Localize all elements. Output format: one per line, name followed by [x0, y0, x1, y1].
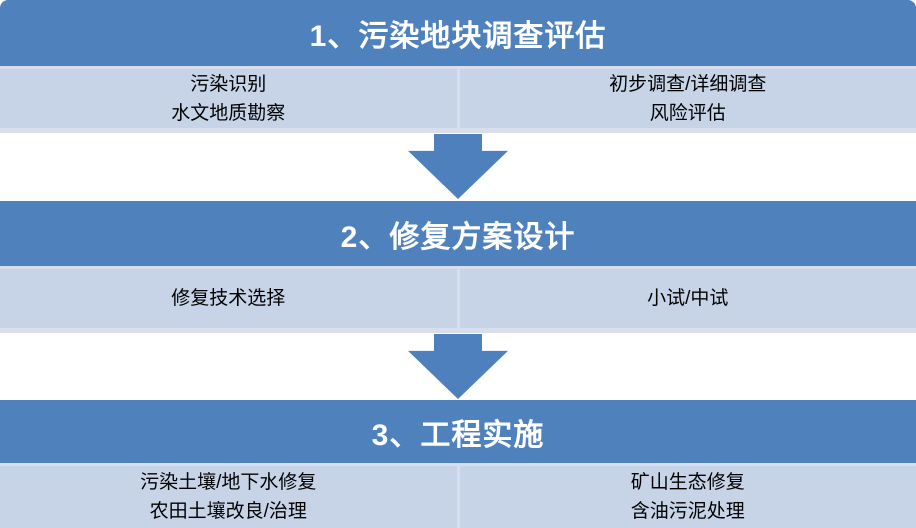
stage-3-left-column: 污染土壤/地下水修复 农田土壤改良/治理 — [0, 466, 460, 528]
stage-item: 含油污泥处理 — [630, 501, 745, 522]
stage-1-header: 1、污染地块调查评估 — [0, 0, 916, 66]
stage-3-right-column: 矿山生态修复 含油污泥处理 — [460, 466, 916, 528]
down-arrow-icon — [408, 334, 508, 399]
stage-item: 污染土壤/地下水修复 — [140, 472, 317, 493]
stage-2-title: 2、修复方案设计 — [340, 220, 576, 254]
stage-3-body: 污染土壤/地下水修复 农田土壤改良/治理 矿山生态修复 含油污泥处理 — [0, 463, 916, 528]
stage-item: 风险评估 — [649, 102, 726, 124]
stage-1-title: 1、污染地块调查评估 — [309, 20, 607, 53]
stage-item: 初步调查/详细调查 — [609, 73, 767, 95]
stage-2-header: 2、修复方案设计 — [0, 201, 916, 266]
stage-3-header: 3、工程实施 — [0, 400, 916, 463]
stage-item: 矿山生态修复 — [630, 472, 745, 493]
stage-item: 小试/中试 — [647, 288, 729, 309]
stage-2-body: 修复技术选择 小试/中试 — [0, 266, 916, 333]
stage-2-left-column: 修复技术选择 — [0, 269, 460, 328]
down-arrow-icon — [408, 134, 508, 199]
stage-item: 污染识别 — [190, 73, 267, 95]
stage-item: 农田土壤改良/治理 — [149, 501, 307, 522]
stage-3-title: 3、工程实施 — [371, 418, 545, 452]
connector-gap-1 — [0, 133, 916, 201]
stage-2-right-column: 小试/中试 — [460, 269, 916, 328]
connector-gap-2 — [0, 333, 916, 400]
stage-item: 修复技术选择 — [171, 288, 286, 309]
stage-1-left-column: 污染识别 水文地质勘察 — [0, 69, 460, 128]
stage-1-body: 污染识别 水文地质勘察 初步调查/详细调查 风险评估 — [0, 66, 916, 133]
stage-1-right-column: 初步调查/详细调查 风险评估 — [460, 69, 916, 128]
stage-item: 水文地质勘察 — [171, 102, 286, 124]
